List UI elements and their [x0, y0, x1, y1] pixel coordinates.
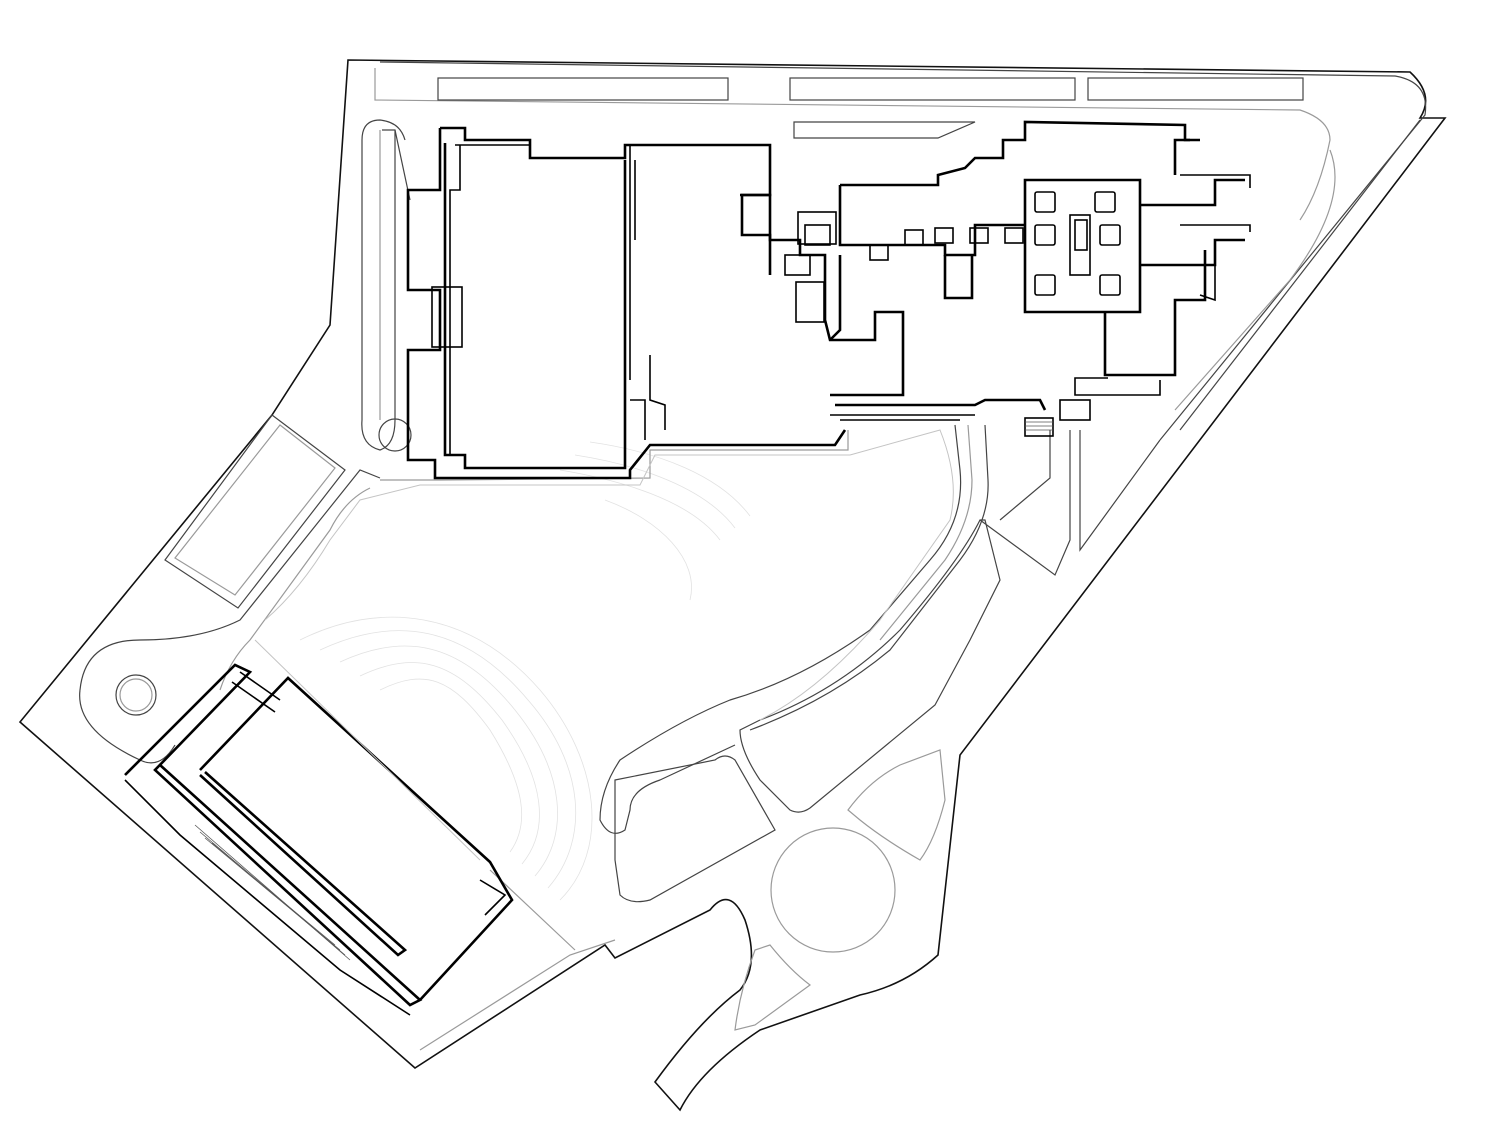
building-west-wing — [406, 126, 847, 480]
topography-contours — [299, 441, 751, 901]
building-southwest — [124, 663, 514, 1016]
site-boundary — [18, 59, 1447, 1112]
building-central — [740, 120, 1251, 421]
south-edge-hatch — [194, 824, 351, 961]
entrance-stairs — [1024, 399, 1091, 437]
lawn-outline — [254, 429, 954, 861]
